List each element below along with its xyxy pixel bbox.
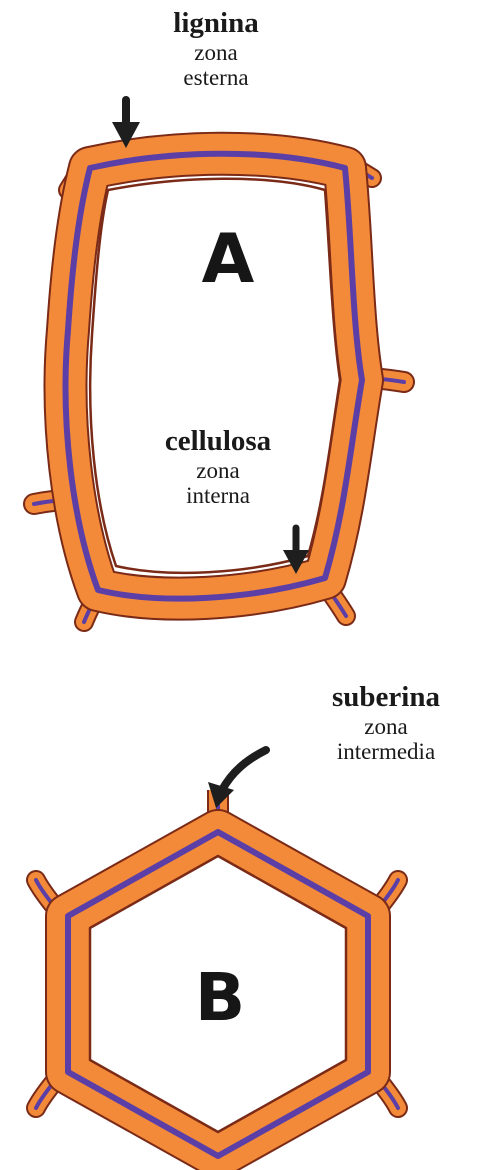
label-suberina-line2: intermedia — [296, 739, 476, 764]
cell-b-letter: B — [195, 959, 245, 1036]
label-cellulosa-title: cellulosa — [128, 426, 308, 458]
cell-b: B — [36, 750, 398, 1170]
label-lignina: lignina zona esterna — [136, 8, 296, 90]
label-suberina-line1: zona — [296, 714, 476, 739]
suberina-arrow-icon — [222, 750, 266, 790]
label-lignina-line2: esterna — [136, 65, 296, 90]
cell-a: A — [34, 100, 404, 622]
label-lignina-title: lignina — [136, 8, 296, 40]
cell-a-letter: A — [202, 220, 255, 299]
label-cellulosa-line1: zona — [128, 458, 308, 483]
label-suberina-title: suberina — [296, 682, 476, 714]
label-cellulosa: cellulosa zona interna — [128, 426, 308, 508]
label-cellulosa-line2: interna — [128, 483, 308, 508]
label-suberina: suberina zona intermedia — [296, 682, 476, 764]
label-lignina-line1: zona — [136, 40, 296, 65]
